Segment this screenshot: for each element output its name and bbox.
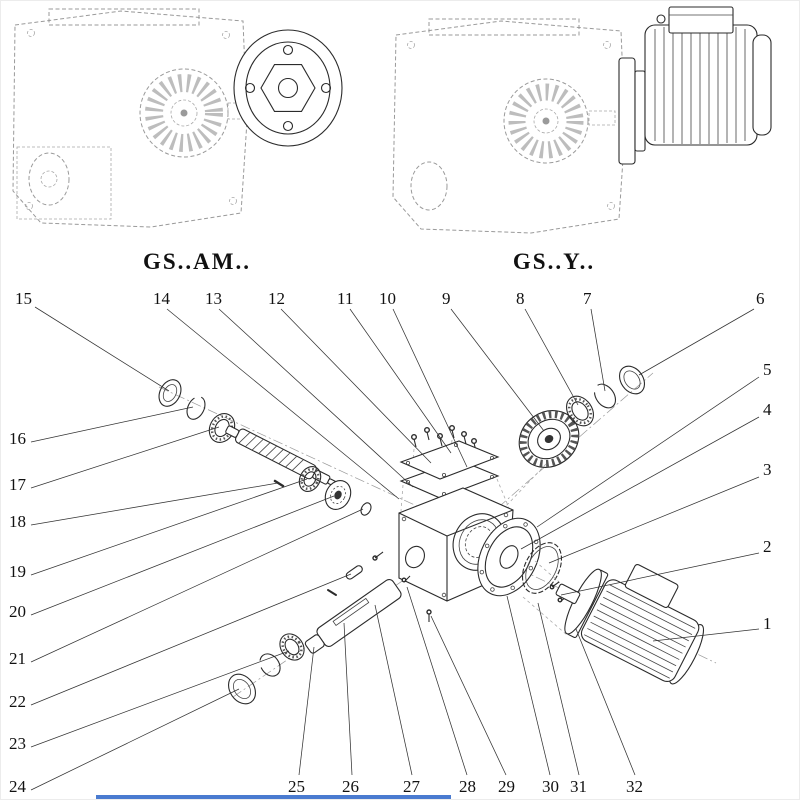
- leader-line-32: [575, 628, 636, 776]
- leader-line-25: [298, 646, 315, 776]
- leader-line-20: [30, 495, 335, 616]
- leader-line-3: [548, 476, 760, 564]
- output-shaft: [304, 579, 402, 654]
- leader-line-30: [506, 595, 551, 776]
- leader-line-11: [349, 308, 452, 454]
- output-flange-am: [233, 29, 343, 147]
- gear-bearing: [566, 395, 594, 427]
- output-bearing: [279, 633, 305, 661]
- leader-line-8: [524, 308, 579, 406]
- part-number-21: 21: [9, 649, 26, 668]
- helical-gear: [518, 410, 580, 468]
- variant-label-am: GS..AM..: [143, 249, 251, 274]
- shaft-key: [345, 565, 363, 580]
- part-number-9: 9: [442, 289, 451, 308]
- gasket-ring: [521, 542, 563, 594]
- part-number-14: 14: [153, 289, 171, 308]
- part-number-12: 12: [268, 289, 285, 308]
- part-number-13: 13: [205, 289, 222, 308]
- output-seal: [228, 673, 256, 705]
- part-number-31: 31: [570, 777, 587, 796]
- leader-line-29: [430, 615, 507, 776]
- part-number-32: 32: [626, 777, 643, 796]
- part-number-16: 16: [9, 429, 26, 448]
- part-number-11: 11: [337, 289, 353, 308]
- part-number-15: 15: [15, 289, 32, 308]
- leader-line-24: [30, 688, 240, 791]
- leader-line-14: [166, 308, 400, 500]
- part-number-17: 17: [9, 475, 27, 494]
- part-number-1: 1: [763, 614, 772, 633]
- input-seal-ring: [158, 379, 182, 407]
- part-number-23: 23: [9, 734, 26, 753]
- part-number-29: 29: [498, 777, 515, 796]
- leader-line-19: [30, 478, 308, 576]
- gear-snap-ring: [593, 383, 617, 409]
- part-number-7: 7: [583, 289, 592, 308]
- part-number-26: 26: [342, 777, 359, 796]
- small-ring: [360, 502, 372, 516]
- leader-line-10: [392, 308, 468, 468]
- leader-line-5: [536, 376, 760, 528]
- worm-shaft: [225, 425, 337, 487]
- part-number-8: 8: [516, 289, 525, 308]
- leader-line-18: [30, 482, 279, 526]
- leader-line-2: [560, 552, 760, 596]
- shim-disc: [324, 480, 352, 510]
- leader-line-28: [406, 586, 468, 776]
- part-number-10: 10: [379, 289, 396, 308]
- leader-line-17: [30, 426, 220, 489]
- motor-top: [618, 6, 772, 165]
- gearbox-ghost-y: [392, 18, 638, 234]
- bottom-accent-bar: [96, 795, 451, 799]
- leader-line-31: [537, 602, 580, 776]
- leader-line-6: [638, 308, 755, 376]
- variant-label-y: GS..Y..: [513, 249, 595, 274]
- part-number-30: 30: [542, 777, 559, 796]
- part-number-19: 19: [9, 562, 26, 581]
- part-number-4: 4: [763, 400, 772, 419]
- leader-line-9: [450, 308, 545, 432]
- part-number-25: 25: [288, 777, 305, 796]
- gear-seal: [618, 365, 646, 395]
- leader-line-12: [280, 308, 432, 464]
- motor-exploded: [555, 564, 705, 685]
- part-number-5: 5: [763, 360, 772, 379]
- gearbox-ghost-am: [12, 8, 257, 228]
- leader-line-15: [34, 306, 170, 392]
- part-number-18: 18: [9, 512, 26, 531]
- input-snap-ring: [186, 396, 206, 420]
- fasteners: [327, 551, 568, 622]
- part-number-3: 3: [763, 460, 772, 479]
- part-number-27: 27: [403, 777, 421, 796]
- worm-bearing: [298, 466, 322, 492]
- part-number-24: 24: [9, 777, 27, 796]
- leader-line-4: [520, 416, 760, 550]
- leader-line-13: [218, 308, 414, 488]
- part-number-22: 22: [9, 692, 26, 711]
- leader-line-16: [30, 406, 194, 443]
- leader-line-21: [30, 508, 364, 663]
- part-number-20: 20: [9, 602, 26, 621]
- part-number-2: 2: [763, 537, 772, 556]
- leader-line-26: [343, 622, 353, 776]
- cover-plates: [399, 440, 510, 512]
- leader-line-22: [30, 573, 352, 706]
- dowel-pin: [273, 479, 285, 488]
- output-snap-ring: [259, 653, 281, 677]
- part-number-28: 28: [459, 777, 476, 796]
- part-number-6: 6: [756, 289, 765, 308]
- leader-line-23: [30, 650, 290, 748]
- leader-line-1: [652, 628, 760, 642]
- leader-line-7: [590, 308, 606, 392]
- leader-line-27: [374, 604, 413, 776]
